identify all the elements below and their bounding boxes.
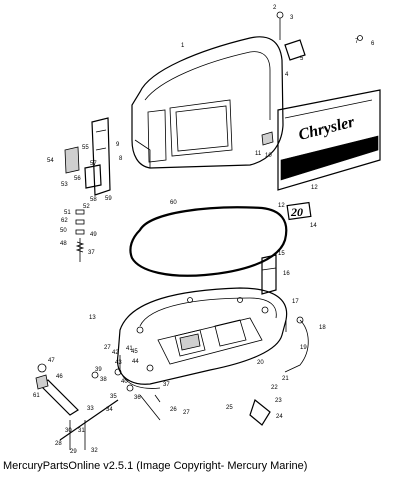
callout-c25: 25: [226, 405, 233, 411]
callout-c7: 7: [355, 39, 359, 45]
callout-c9: 9: [116, 142, 120, 148]
callout-c47: 47: [48, 358, 55, 364]
callout-c42: 42: [112, 350, 119, 356]
top-cowl: [131, 36, 284, 169]
callout-c12: 12: [311, 185, 318, 191]
callout-c32: 32: [91, 448, 98, 454]
exploded-parts-diagram: Chrysler 20: [33, 5, 381, 455]
callout-c45: 45: [131, 349, 138, 355]
callout-c30: 30: [65, 428, 72, 434]
callout-c13: 13: [89, 315, 96, 321]
rear-latch: [64, 117, 111, 196]
callout-c2: 2: [273, 5, 277, 11]
callout-c33: 33: [87, 406, 94, 412]
callout-c14: 14: [310, 223, 317, 229]
callout-c23: 23: [275, 398, 282, 404]
model-decal: 20: [286, 201, 312, 221]
callout-c28: 28: [55, 441, 62, 447]
callout-c54: 54: [47, 158, 54, 164]
callout-c60: 60: [170, 200, 177, 206]
callout-c12b: 12: [278, 203, 285, 209]
callout-c29: 29: [70, 449, 77, 455]
model-number: 20: [290, 205, 303, 219]
callout-c61: 61: [33, 393, 40, 399]
callout-c59: 59: [105, 196, 112, 202]
callout-c39: 39: [95, 367, 102, 373]
callout-c38: 38: [100, 377, 107, 383]
callout-c36: 36: [134, 395, 141, 401]
callout-c31: 31: [78, 428, 85, 434]
callout-c6: 6: [371, 41, 375, 47]
decal-panel: Chrysler: [277, 89, 381, 191]
image-caption: MercuryPartsOnline v2.5.1 (Image Copyrig…: [3, 460, 308, 472]
callout-c48: 48: [60, 241, 67, 247]
callout-c18: 18: [319, 325, 326, 331]
callout-c57: 57: [90, 161, 97, 167]
callout-c62: 62: [61, 218, 68, 224]
callout-c21: 21: [282, 376, 289, 382]
callout-c49: 49: [90, 232, 97, 238]
callout-c11: 11: [255, 151, 262, 157]
callout-labels: 1234567891011121214151617181920212223242…: [33, 5, 375, 455]
callout-c51: 51: [64, 210, 71, 216]
callout-c16: 16: [283, 271, 290, 277]
callout-c4: 4: [285, 72, 289, 78]
callout-c10: 10: [265, 153, 272, 159]
callout-c44: 44: [132, 359, 139, 365]
callout-c55: 55: [82, 145, 89, 151]
callout-c20: 20: [257, 360, 264, 366]
choke-rod: [249, 316, 309, 426]
callout-c50: 50: [60, 228, 67, 234]
callout-c43: 43: [115, 360, 122, 366]
callout-c15: 15: [278, 251, 285, 257]
callout-c37b: 37: [88, 250, 95, 256]
callout-c24: 24: [276, 414, 283, 420]
callout-c53: 53: [61, 182, 68, 188]
spring-stack: [75, 209, 85, 262]
callout-c5: 5: [300, 56, 304, 62]
callout-c58: 58: [90, 197, 97, 203]
throttle-linkage: [35, 363, 161, 450]
callout-c40: 40: [121, 379, 128, 385]
callout-c19: 19: [300, 345, 307, 351]
callout-c46: 46: [56, 374, 63, 380]
callout-c22: 22: [271, 385, 278, 391]
callout-c17: 17: [292, 299, 299, 305]
brand-decal: Chrysler: [297, 113, 357, 143]
callout-c3: 3: [290, 15, 294, 21]
callout-c35: 35: [110, 394, 117, 400]
callout-c27b: 27: [104, 345, 111, 351]
cowl-seal: [129, 206, 288, 277]
callout-c52: 52: [83, 204, 90, 210]
callout-c37: 37: [163, 382, 170, 388]
callout-c1: 1: [181, 43, 185, 49]
latch-hardware: [276, 11, 363, 61]
callout-c34: 34: [106, 407, 113, 413]
callout-c41: 41: [126, 346, 133, 352]
callout-c27: 27: [183, 410, 190, 416]
callout-c26: 26: [170, 407, 177, 413]
bracket: [261, 254, 277, 295]
lower-pan: [117, 287, 288, 389]
callout-c8: 8: [119, 156, 123, 162]
callout-c56: 56: [74, 176, 81, 182]
